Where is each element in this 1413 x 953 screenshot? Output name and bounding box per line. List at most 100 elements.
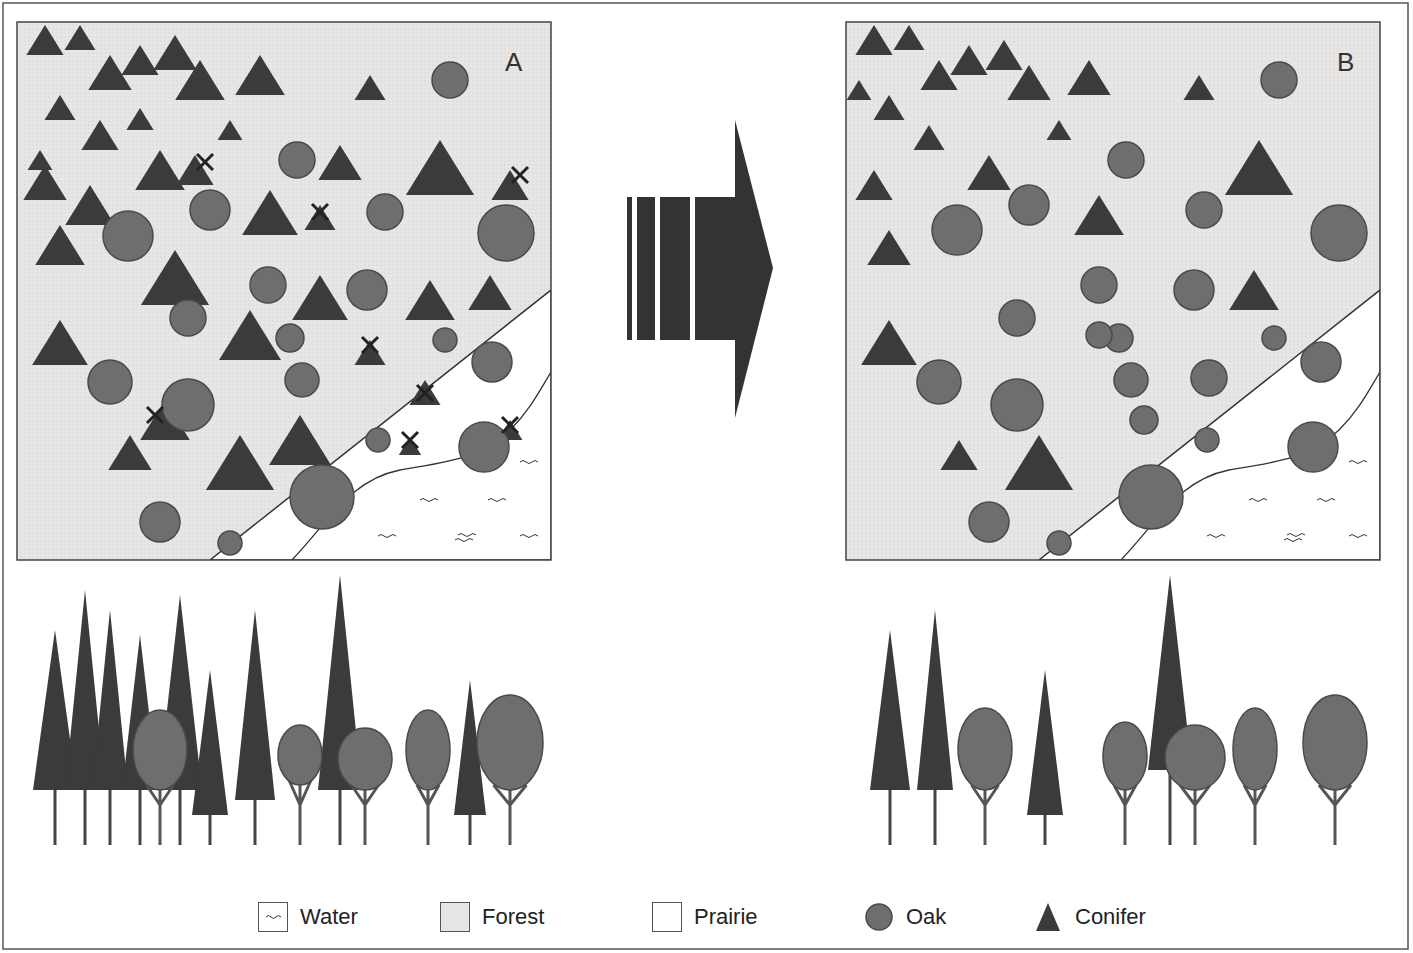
dying-mark bbox=[402, 432, 418, 448]
panel-border bbox=[846, 22, 1380, 560]
oak-symbol bbox=[432, 62, 468, 98]
water-mark bbox=[455, 539, 473, 542]
spacer bbox=[3, 875, 1408, 876]
oak-symbol bbox=[1186, 192, 1222, 228]
oak-profile bbox=[477, 695, 543, 790]
conifer-swatch bbox=[1036, 903, 1060, 931]
oak-profile bbox=[278, 725, 322, 785]
oak-symbol bbox=[1288, 422, 1338, 472]
conifer-symbol bbox=[491, 170, 528, 200]
oak-symbol bbox=[1081, 267, 1117, 303]
panel-letter: B bbox=[1337, 49, 1354, 75]
oak-symbol bbox=[459, 422, 509, 472]
conifer-profile bbox=[235, 610, 275, 800]
oak-symbol bbox=[1311, 205, 1367, 261]
conifer-symbol bbox=[305, 205, 336, 230]
oak-profile bbox=[1165, 725, 1225, 790]
succession-arrow bbox=[627, 120, 773, 418]
oak-symbol bbox=[218, 531, 242, 555]
oak-symbol bbox=[1174, 270, 1214, 310]
oak-symbol bbox=[1195, 428, 1219, 452]
conifer-symbol bbox=[468, 275, 511, 310]
oak-symbol bbox=[472, 342, 512, 382]
dying-mark bbox=[512, 167, 528, 183]
oak-trunk bbox=[1244, 785, 1266, 845]
water-mark bbox=[1349, 535, 1367, 538]
conifer-symbol bbox=[269, 415, 331, 465]
oak-profile bbox=[1303, 695, 1367, 790]
conifer-symbol bbox=[242, 190, 298, 235]
conifer-symbol bbox=[175, 60, 225, 100]
oak-profile bbox=[1233, 708, 1277, 790]
oak-trunk bbox=[1319, 785, 1351, 845]
oak-symbol bbox=[366, 428, 390, 452]
water-mark bbox=[1349, 461, 1367, 464]
oak-trunk bbox=[494, 785, 527, 845]
profile-a bbox=[33, 575, 543, 845]
dying-mark bbox=[417, 385, 433, 401]
conifer-symbol bbox=[894, 25, 925, 50]
oak-symbol bbox=[1261, 62, 1297, 98]
legend-swatch bbox=[864, 902, 894, 932]
water-mark bbox=[1317, 499, 1335, 502]
oak-trunk bbox=[147, 785, 174, 845]
oak-swatch bbox=[866, 904, 892, 930]
conifer-profile bbox=[92, 610, 128, 790]
water-swatch-wave bbox=[266, 916, 281, 919]
dying-mark bbox=[147, 407, 163, 423]
oak-symbol bbox=[170, 300, 206, 336]
conifer-symbol bbox=[292, 275, 348, 320]
conifer-symbol bbox=[1225, 140, 1293, 195]
oak-trunk bbox=[1114, 785, 1136, 845]
water-mark bbox=[1249, 499, 1267, 502]
water-mark bbox=[520, 461, 538, 464]
oak-profile bbox=[406, 710, 450, 790]
oak-symbol bbox=[1130, 406, 1158, 434]
oak-symbol bbox=[1047, 531, 1071, 555]
legend-text: Forest bbox=[482, 906, 544, 928]
conifer-symbol bbox=[235, 55, 285, 95]
conifer-symbol bbox=[32, 320, 88, 365]
oak-trunk bbox=[352, 785, 379, 845]
panel-letter: A bbox=[505, 49, 522, 75]
conifer-profile bbox=[1027, 670, 1063, 815]
prairie-region bbox=[210, 290, 551, 560]
oak-symbol bbox=[1301, 342, 1341, 382]
conifer-symbol bbox=[1229, 270, 1279, 310]
conifer-symbol bbox=[1074, 195, 1124, 235]
conifer-symbol bbox=[126, 108, 153, 130]
legend-item: Oak bbox=[864, 902, 946, 932]
oak-symbol bbox=[290, 465, 354, 529]
oak-symbol bbox=[88, 360, 132, 404]
conifer-symbol bbox=[28, 150, 53, 170]
conifer-symbol bbox=[121, 45, 158, 75]
oak-symbol bbox=[1108, 142, 1144, 178]
conifer-symbol bbox=[153, 35, 196, 70]
conifer-symbol bbox=[1005, 435, 1073, 490]
conifer-symbol bbox=[405, 280, 455, 320]
oak-symbol bbox=[103, 211, 153, 261]
conifer-symbol bbox=[855, 170, 892, 200]
panel-clip bbox=[17, 22, 551, 560]
legend-swatch bbox=[652, 902, 682, 932]
conifer-symbol bbox=[65, 185, 115, 225]
conifer-symbol bbox=[218, 120, 243, 140]
panel-clip bbox=[846, 22, 1380, 560]
oak-symbol bbox=[367, 194, 403, 230]
conifer-symbol bbox=[23, 165, 66, 200]
map-panel-b bbox=[846, 22, 1380, 560]
conifer-symbol bbox=[355, 75, 386, 100]
oak-profile bbox=[1103, 722, 1147, 790]
oak-trunk bbox=[289, 780, 311, 845]
legend-swatch bbox=[440, 902, 470, 932]
dying-mark bbox=[197, 154, 213, 170]
water-mark bbox=[378, 535, 396, 538]
legend-swatch bbox=[258, 902, 288, 932]
oak-profile bbox=[338, 728, 392, 790]
oak-symbol bbox=[1191, 360, 1227, 396]
oak-symbol bbox=[162, 379, 214, 431]
panel-border bbox=[17, 22, 551, 560]
oak-symbol bbox=[279, 142, 315, 178]
prairie-region bbox=[1039, 290, 1380, 560]
